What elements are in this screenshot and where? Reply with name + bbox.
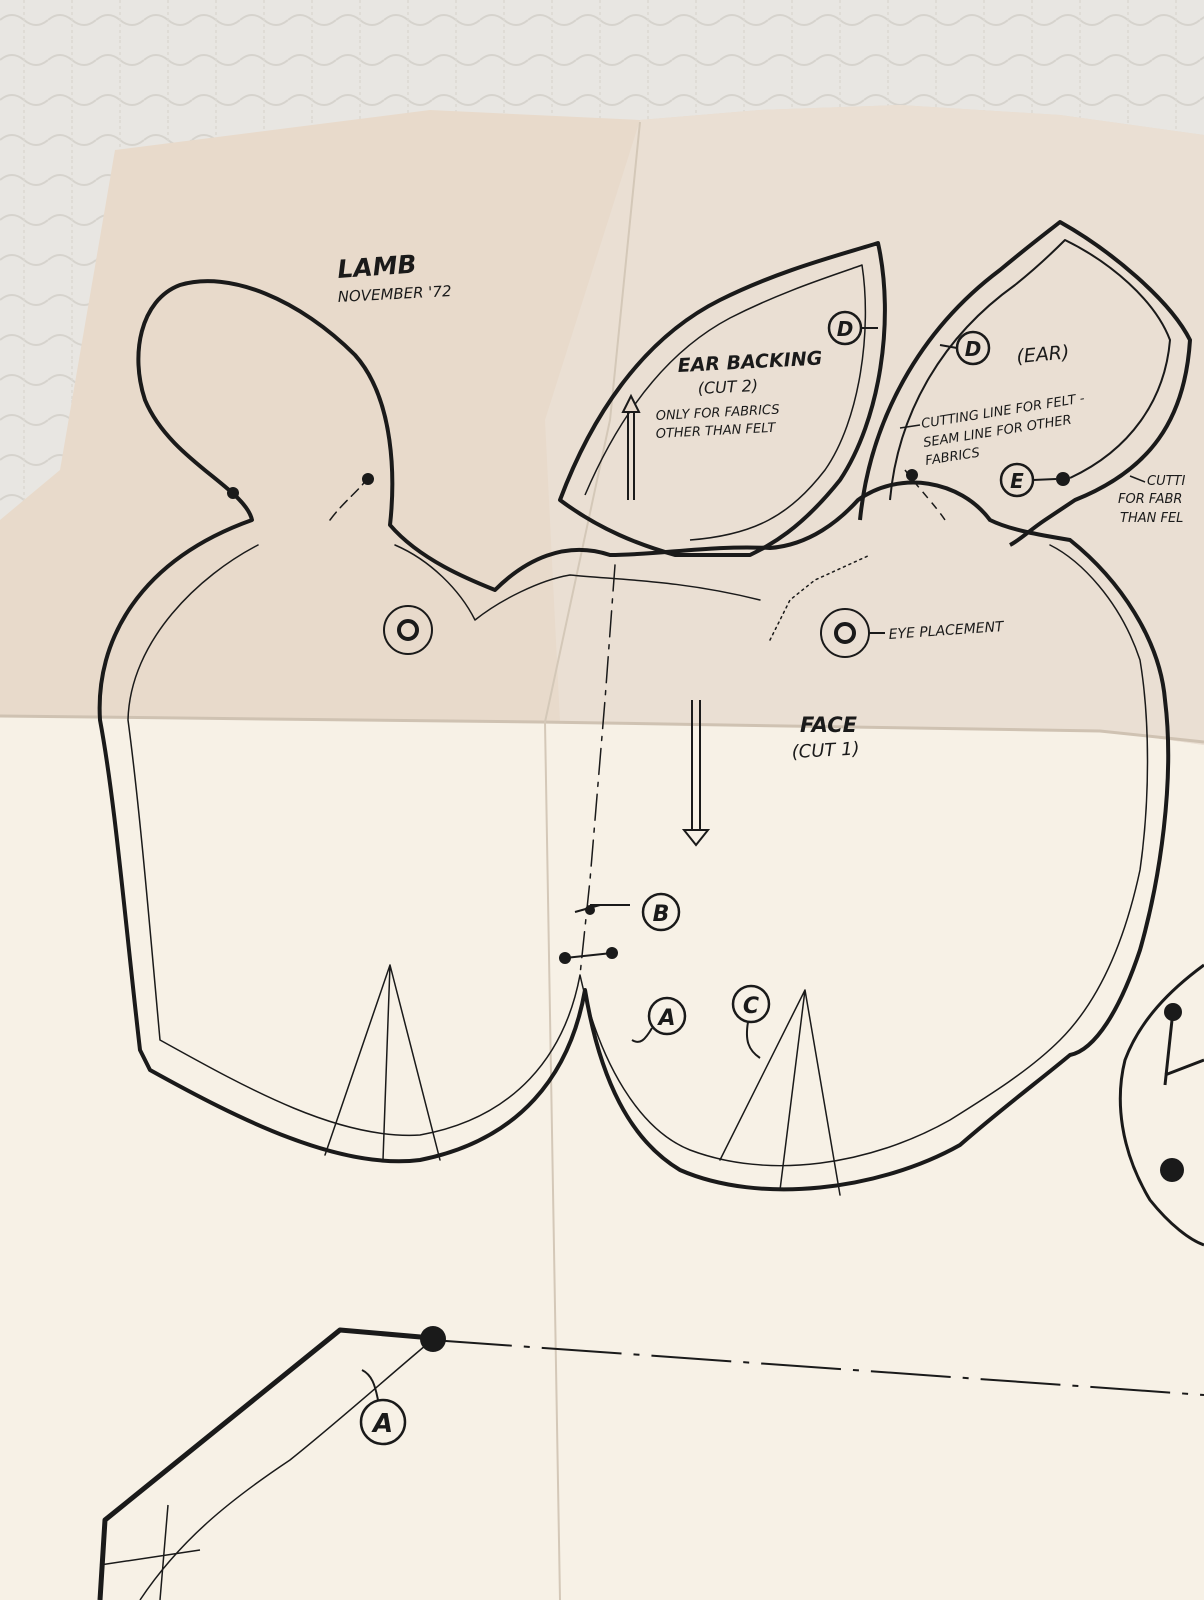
ear-backing-note-1: ONLY FOR FABRICS [655,403,779,424]
right-eye-placement [820,608,885,658]
right-ear-dot [906,469,918,481]
edge-text-2: FOR FABR [1118,492,1182,507]
marker-a-bottom: A [359,1369,407,1446]
marker-b-label: B [653,902,670,927]
face-center-line [579,564,616,976]
face-grain-arrow [681,700,711,847]
face-stitch-marks [769,554,871,641]
bottom-cutting-line [97,1327,433,1600]
pattern-date: NOVEMBER '72 [337,282,452,306]
fold-crease-horizontal [0,714,1204,744]
ear-seam-dashes [904,469,946,521]
paper-lower-half [0,715,1204,1600]
face-cut: (CUT 1) [791,738,860,763]
marker-d-ear: D [939,330,991,366]
marker-e: E [999,462,1057,498]
face-cutting-line [97,279,1171,1192]
marker-a-face: A [631,996,687,1043]
ear-backing-grain-arrow [621,393,641,500]
marker-a-label: A [656,1006,675,1031]
right-partial-dot-1 [1164,1003,1182,1021]
edge-text-1: CUTTI [1147,474,1185,489]
ear-title: (EAR) [1016,341,1071,368]
right-partial-piece [1118,963,1204,1247]
marker-b: B [641,892,681,932]
bottom-cross-lines [99,1504,201,1600]
edge-text-3: THAN FEL [1120,511,1183,526]
marker-d-ear-backing: D [827,310,878,346]
left-ear-dot-inner [362,473,374,485]
ear-inner-line [889,239,1171,501]
marker-e-label: E [1010,469,1024,493]
bottom-piece [97,1327,1204,1600]
face-left-dart [324,964,441,1161]
marker-a-bottom-label: A [371,1409,393,1439]
ear-backing-outline [558,241,887,557]
face-head-seam [394,544,761,621]
edge-text-pointer [1129,475,1146,483]
left-eye-placement [383,605,433,655]
ear-piece [858,220,1192,547]
paper-right-panel [545,105,1204,745]
marker-c: C [731,984,771,1059]
face-title: FACE [800,713,858,737]
ear-backing-cut: (CUT 2) [697,376,758,398]
ear-backing-seam [584,264,867,541]
ear-backing-piece [558,241,887,557]
bottom-seam-line [139,1339,433,1600]
pattern-title: LAMB [336,250,417,284]
bottom-dot [420,1326,446,1352]
marker-d-label: D [837,317,854,341]
notch-b-connector [564,904,630,959]
right-partial-dot-2 [1160,1158,1184,1182]
left-ear-dot-outer [227,487,239,499]
marker-c-label: C [743,994,759,1019]
ear-dot-e [1056,472,1070,486]
face-right-dart [719,989,841,1196]
ear-outer-line [858,220,1192,547]
ear-backing-note-2: OTHER THAN FELT [655,421,776,442]
fold-crease-vertical [543,121,641,1600]
face-piece [97,279,1171,1196]
cutting-line-pointer [899,424,921,429]
marker-d2-label: D [965,337,982,361]
face-seam-line [127,544,1149,1167]
bottom-center-line [431,1339,1204,1396]
